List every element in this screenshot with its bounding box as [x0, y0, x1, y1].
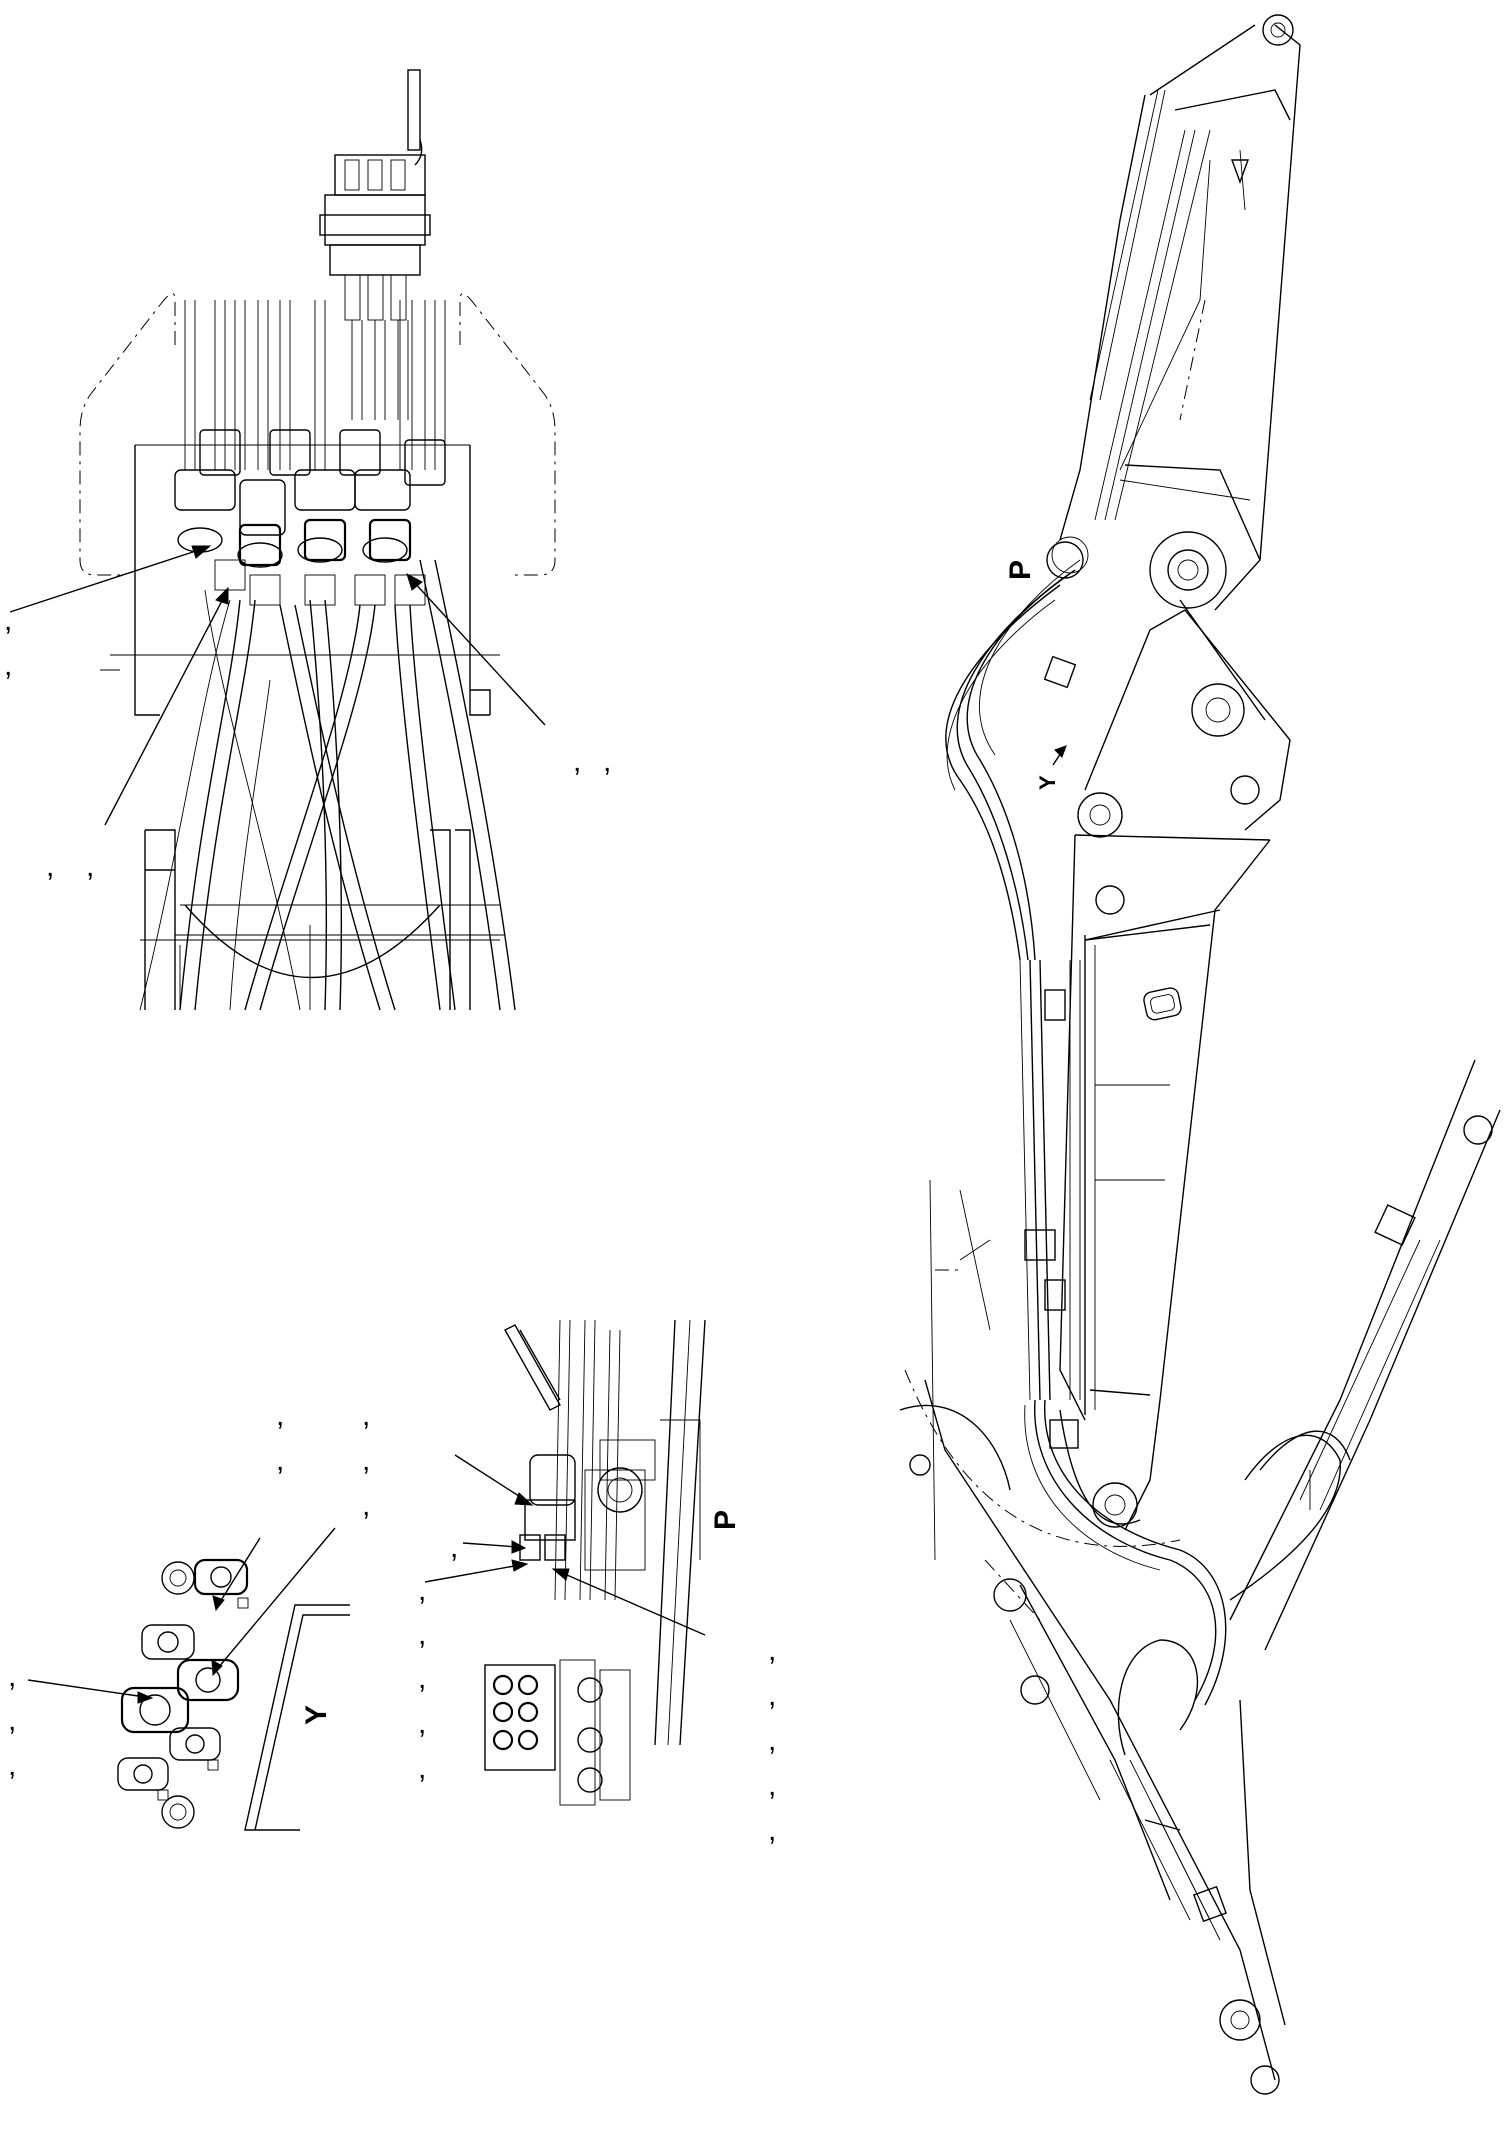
callout-right-low-4: ,: [768, 1769, 776, 1802]
lower-arm-cylinder: [1229, 1059, 1501, 1651]
label-view-p-main: P: [1004, 560, 1037, 580]
callout-mid-col2-r1: ,: [362, 1399, 370, 1432]
flange-plate-1: [141, 1624, 195, 1660]
callout-top-mid-a: ,: [46, 850, 54, 883]
vertical-pipe-bundle: [184, 300, 446, 470]
mid-callouts: , , , , , , , ,: [8, 1399, 370, 1782]
view-y-flange-detail: Y: [27, 1527, 350, 1831]
boom: [1059, 834, 1271, 1531]
callout-right-low-5: ,: [768, 1814, 776, 1847]
callout-right-low-2: ,: [768, 1679, 776, 1712]
boom-arm-assembly: P Y: [899, 14, 1501, 2095]
label-view-y-detail: Y: [300, 1705, 333, 1725]
control-valve-block: [319, 69, 431, 420]
callout-top-right-b: ,: [603, 745, 611, 778]
callout-left-low-2: ,: [8, 1704, 16, 1737]
callout-p-detail-4: ,: [418, 1662, 426, 1695]
label-view-y-main: Y: [1035, 775, 1060, 790]
lower-boom-linkage: [899, 1369, 1286, 2095]
flange-plate-6: [117, 1757, 169, 1801]
hose-fitting-row: [174, 429, 446, 606]
callout-left-low-3: ,: [8, 1749, 16, 1782]
callout-p-detail-5: ,: [418, 1707, 426, 1740]
callout-top-mid-b: ,: [86, 850, 94, 883]
callout-right-low-1: ,: [768, 1634, 776, 1667]
view-y-marker-main: Y: [1035, 745, 1067, 790]
flange-plate-3: [176, 1658, 240, 1702]
callout-right-low-3: ,: [768, 1724, 776, 1757]
callout-p-detail-3: ,: [418, 1618, 426, 1651]
callout-p-detail-6: ,: [418, 1752, 426, 1785]
p-detail-callouts: , , , , , , , , , , ,: [418, 1531, 776, 1847]
callout-mid-col1-r1: ,: [276, 1399, 284, 1432]
flange-plate-4: [120, 1686, 190, 1734]
boom-hoses: [945, 559, 1227, 1706]
flange-plate-2: [193, 1558, 249, 1609]
callout-mid-col2-r2: ,: [362, 1444, 370, 1477]
label-view-p-detail: P: [709, 1510, 742, 1530]
callout-p-detail-1: ,: [450, 1531, 458, 1564]
callout-top-right-a: ,: [573, 745, 581, 778]
callout-mid-col2-r3: ,: [362, 1489, 370, 1522]
view-p-marker-main: P: [1004, 536, 1089, 580]
view-p-detail: P: [424, 1319, 742, 1806]
upper-arm: [1046, 14, 1301, 611]
hose-bundle-lower: [139, 559, 516, 1011]
callout-p-detail-2: ,: [418, 1574, 426, 1607]
top-hose-detail-view: [9, 69, 556, 1011]
flange-plate-5: [169, 1727, 221, 1771]
callout-top-left-a: ,: [4, 604, 12, 637]
callout-left-low-1: ,: [8, 1660, 16, 1693]
callout-top-left-b: ,: [4, 649, 12, 682]
top-callouts: , , , , , ,: [4, 604, 611, 883]
callout-mid-col1-r2: ,: [276, 1444, 284, 1477]
arm-boom-joint: [1077, 599, 1291, 915]
